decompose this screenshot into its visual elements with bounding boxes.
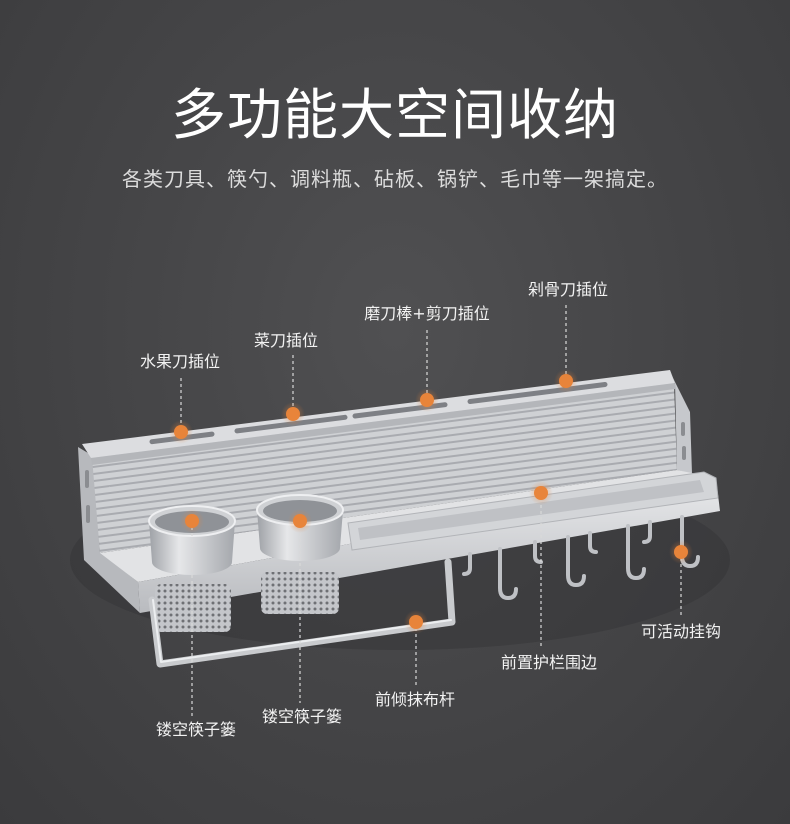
label-towel-bar: 前倾抹布杆 [374, 690, 456, 709]
label-fruit-knife-slot: 水果刀插位 [139, 352, 221, 371]
hook [626, 524, 646, 581]
label-chef-knife-slot: 菜刀插位 [253, 331, 319, 350]
knife-plate-edge [91, 383, 675, 465]
left-plate-slot [85, 470, 89, 488]
callout-dot [293, 514, 307, 528]
cleaver-slot [467, 382, 608, 404]
callout-dot [674, 545, 688, 559]
right-plate-slot [682, 446, 686, 460]
left-plate-slot [86, 505, 90, 523]
towel-bar [148, 558, 456, 668]
chopstick-basket-left [155, 584, 231, 632]
page-title: 多功能大空间收纳 [170, 83, 619, 147]
hook [566, 535, 586, 588]
label-sharpener-scissors-slot: 磨刀棒+剪刀插位 [364, 304, 490, 323]
callout-dot [286, 407, 300, 421]
hook [462, 552, 472, 576]
callout-dot [185, 514, 199, 528]
hook [642, 520, 652, 544]
label-cleaver-slot: 剁骨刀插位 [527, 280, 609, 299]
callout-dot [174, 425, 188, 439]
callout-dot [534, 486, 548, 500]
back-panel [92, 382, 677, 553]
callout-dot [559, 374, 573, 388]
hook [533, 540, 543, 564]
right-end-plate [670, 372, 692, 474]
hook [588, 531, 598, 554]
label-front-guard-rail: 前置护栏围边 [500, 653, 598, 672]
label-movable-hooks: 可活动挂钩 [640, 622, 722, 641]
page-subtitle: 各类刀具、筷勺、调料瓶、砧板、锅铲、毛巾等一架搞定。 [122, 167, 668, 191]
right-plate-slot [681, 422, 685, 436]
towel-bar-highlight [152, 599, 452, 663]
label-chopstick-basket-left: 镂空筷子篓 [155, 720, 237, 739]
guard-rail-inner [358, 480, 704, 540]
label-chopstick-basket-right: 镂空筷子篓 [261, 707, 343, 726]
callout-dot [420, 393, 434, 407]
callout-dot [409, 615, 423, 629]
hook [498, 547, 518, 601]
